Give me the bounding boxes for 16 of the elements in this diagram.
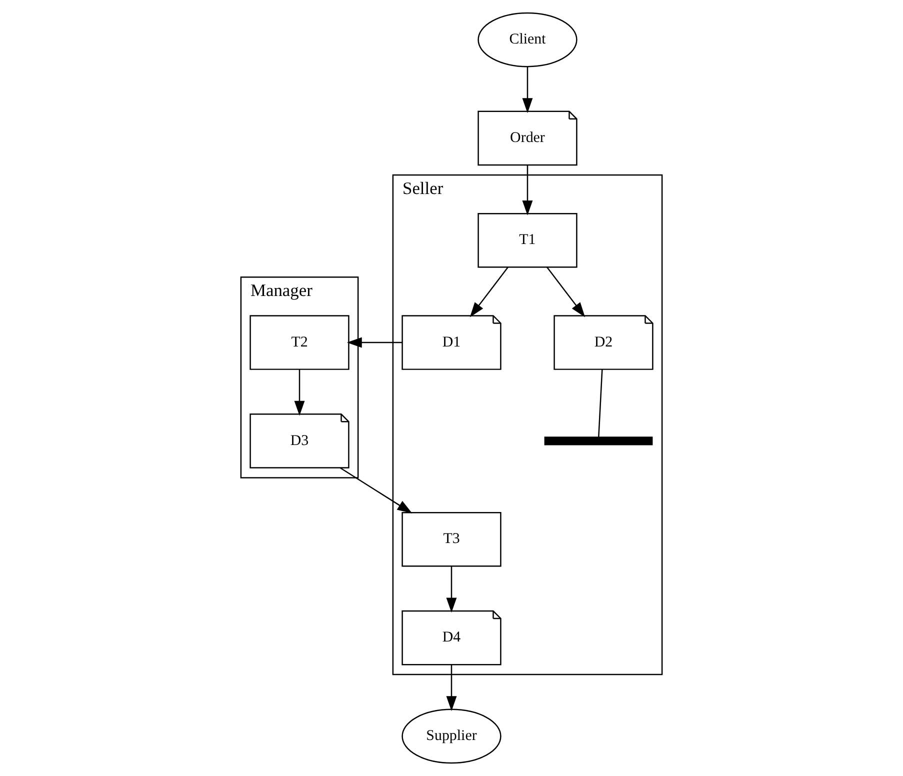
arrow xyxy=(446,664,457,712)
connector xyxy=(598,369,603,437)
arrow xyxy=(340,467,412,514)
node-ellipse: Client xyxy=(478,12,578,68)
arrow xyxy=(470,266,508,318)
arrow xyxy=(546,266,586,318)
node-box: T1 xyxy=(478,212,578,268)
node-box: T3 xyxy=(402,512,502,567)
arrow xyxy=(522,66,533,114)
node-ellipse: Supplier xyxy=(402,708,502,764)
arrow xyxy=(522,165,533,216)
node-box: T2 xyxy=(250,315,350,370)
arrow xyxy=(346,337,402,348)
arrow xyxy=(446,566,457,613)
arrow xyxy=(294,369,305,416)
node-bar xyxy=(544,436,653,446)
